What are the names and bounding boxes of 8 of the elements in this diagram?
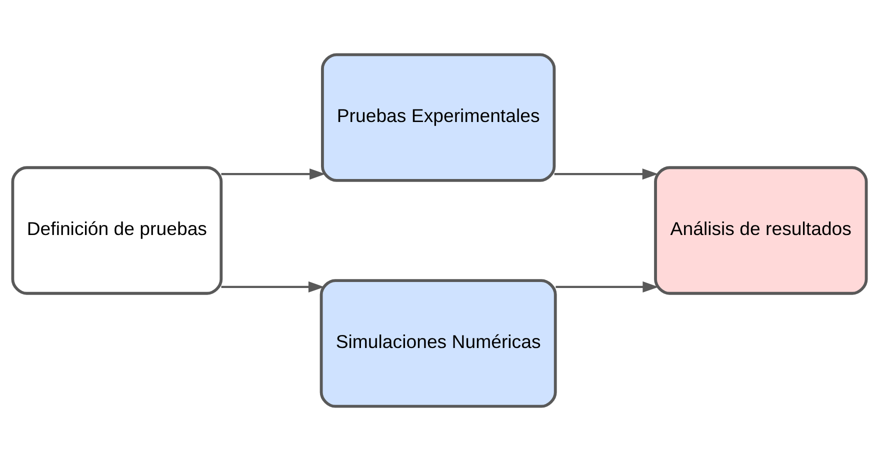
arrow (554, 168, 658, 180)
node-box: Definición de pruebas (11, 166, 223, 295)
node-box: Simulaciones Numéricas (320, 279, 557, 408)
arrow (221, 168, 326, 180)
node-box: Pruebas Experimentales (321, 53, 556, 182)
arrow (221, 281, 324, 293)
arrow (556, 281, 659, 293)
node-box: Análisis de resultados (654, 166, 868, 295)
